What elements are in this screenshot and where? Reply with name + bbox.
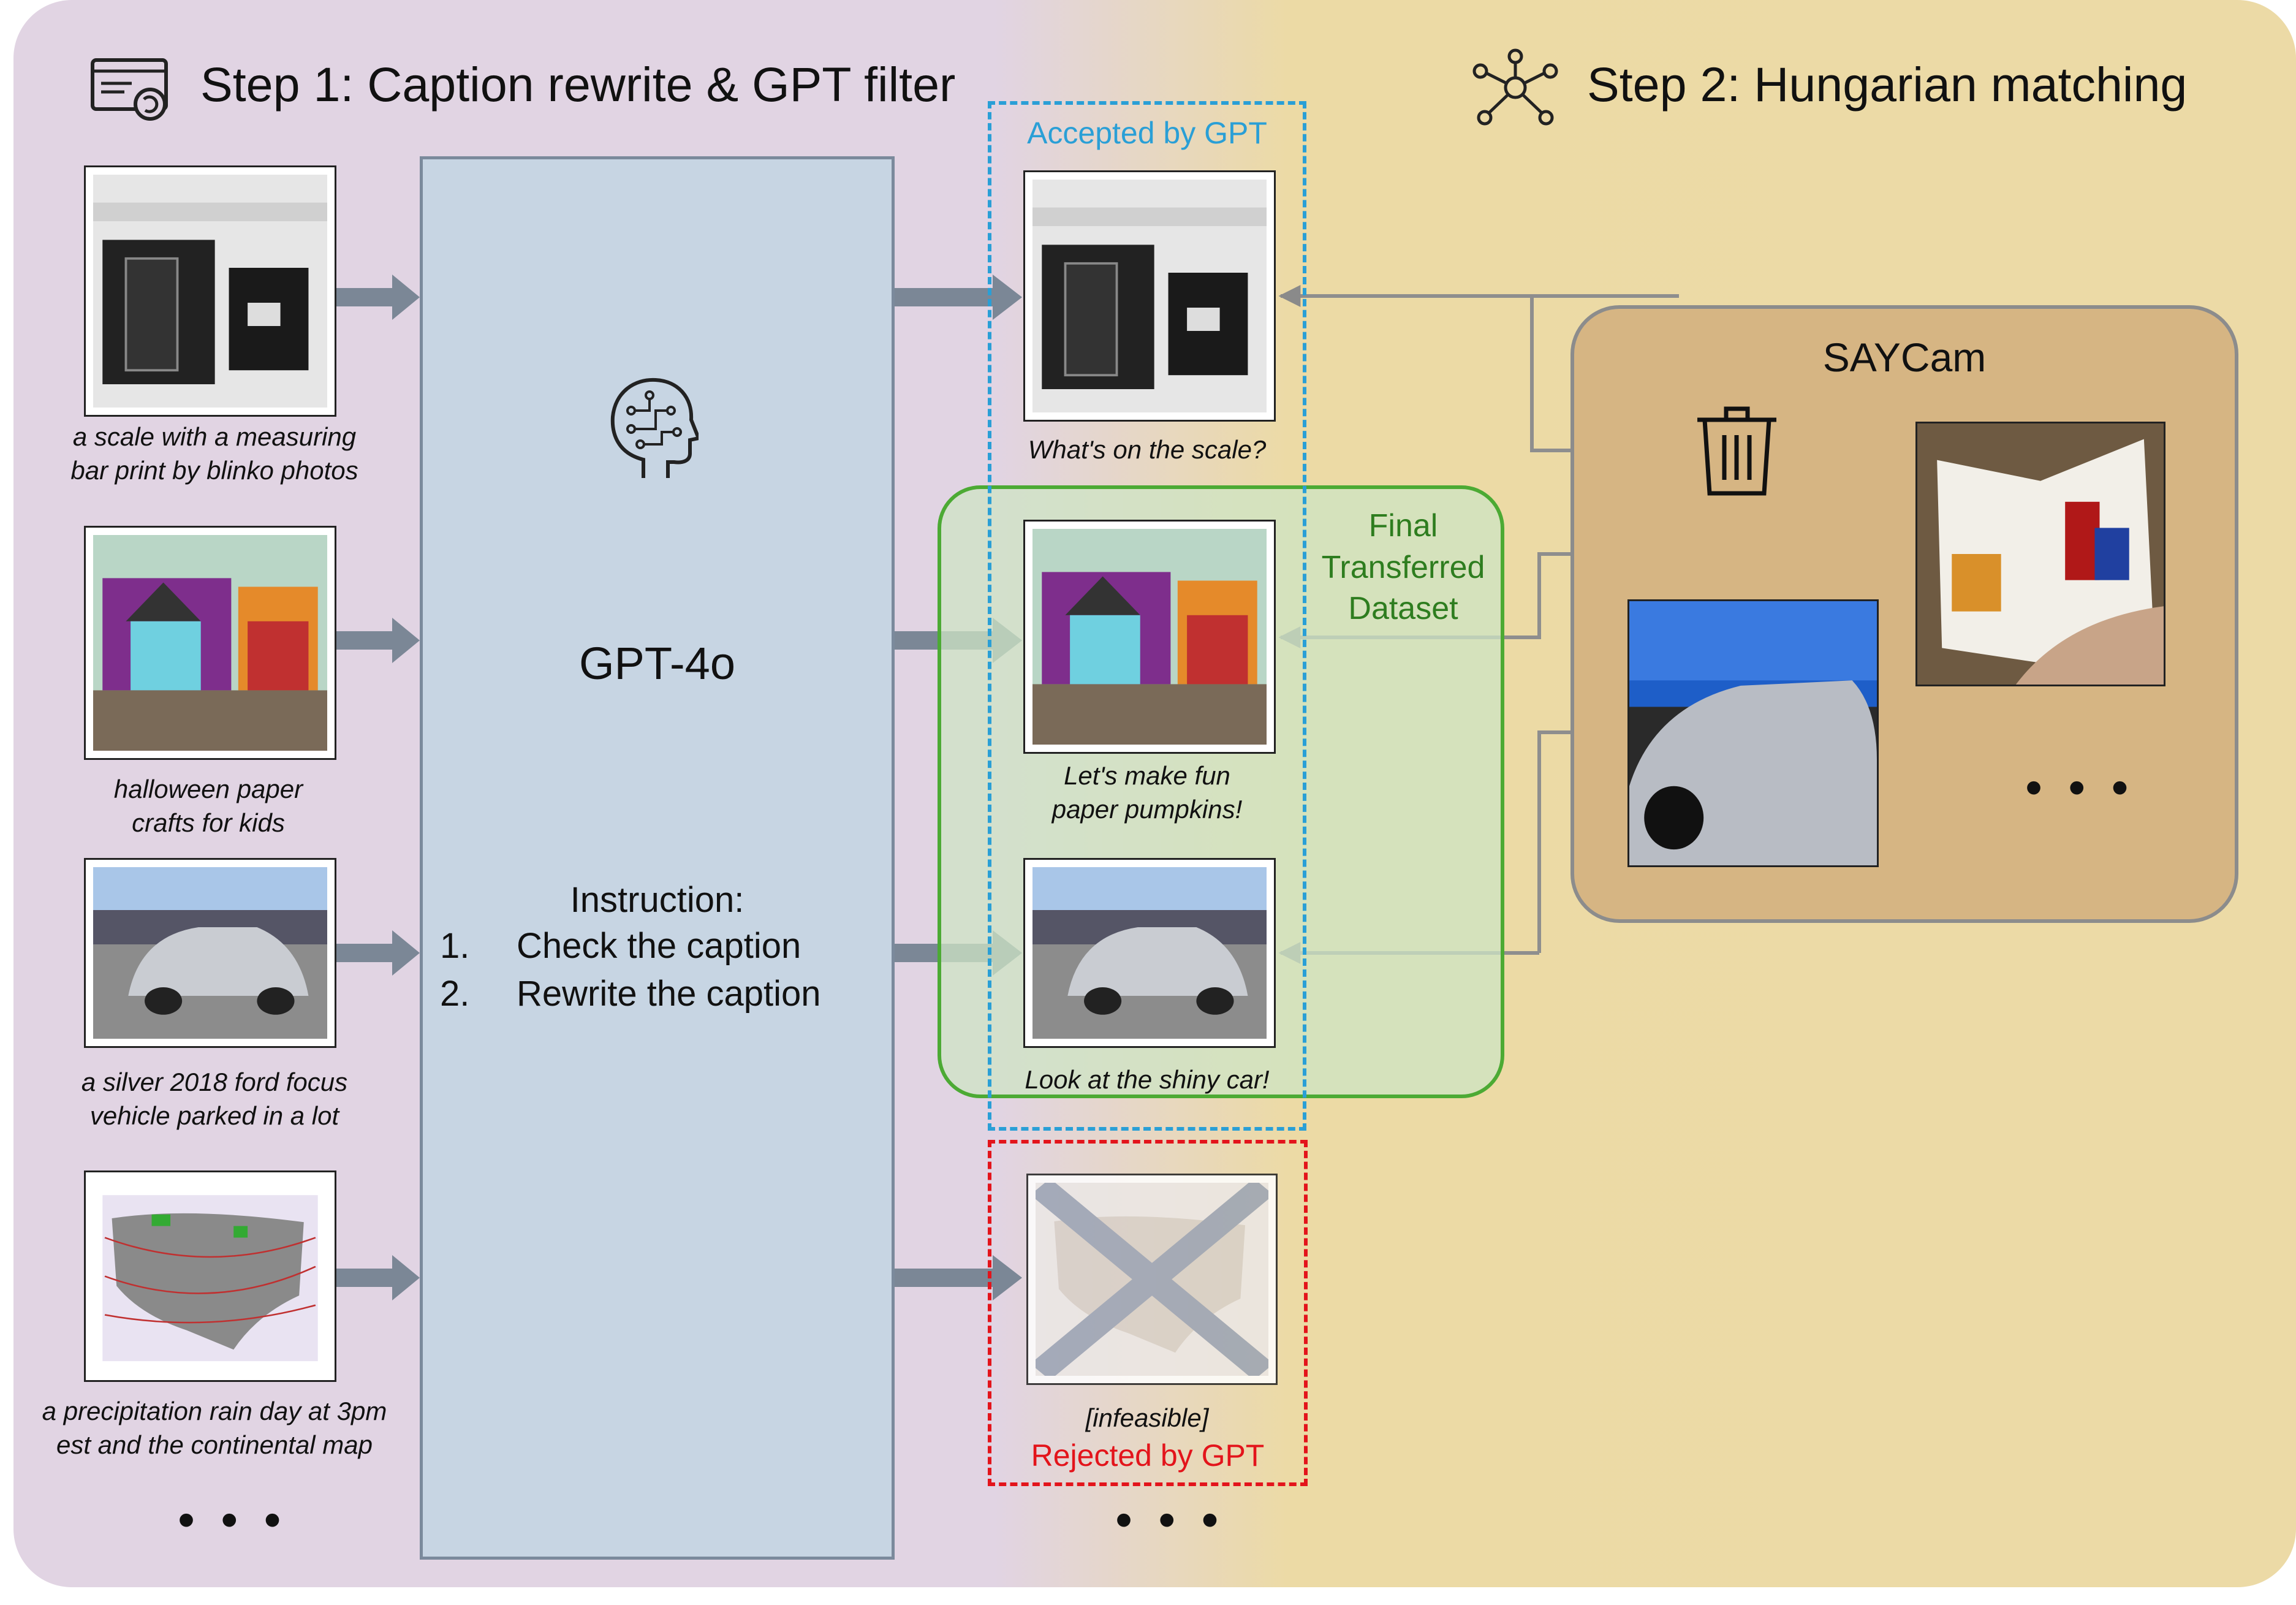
- rejected-label: Rejected by GPT: [1031, 1438, 1265, 1473]
- input-image-precipitation-map: [84, 1171, 336, 1382]
- input-caption-1: a scale with a measuring bar print by bli…: [25, 420, 404, 488]
- step1-title: Step 1: Caption rewrite & GPT filter: [200, 57, 956, 112]
- output-caption-3: Look at the shiny car!: [1025, 1065, 1270, 1094]
- arrow-input-2: [336, 618, 420, 663]
- instruction-text-1: Check the caption: [517, 926, 801, 966]
- input-caption-4: a precipitation rain day at 3pm est and t…: [18, 1394, 411, 1462]
- saycam-title: SAYCam: [1822, 335, 1987, 380]
- output-image-rejected-map: [1026, 1174, 1278, 1385]
- rejected-by-gpt-box: [988, 1140, 1308, 1486]
- input-caption-1-line-1: a scale with a measuring: [72, 422, 357, 451]
- output-image-car: [1023, 858, 1276, 1048]
- saycam-ellipsis: • • •: [2025, 760, 2135, 814]
- saycam-image-book: [1915, 422, 2165, 686]
- arrow-input-1: [336, 275, 420, 320]
- saycam-image-car: [1627, 599, 1879, 867]
- input-caption-2-line-2: crafts for kids: [132, 808, 285, 838]
- arrow-output-1: [895, 275, 1022, 320]
- instruction-number-1: 1.: [440, 926, 470, 966]
- final-dataset-line-1: Final: [1368, 508, 1438, 544]
- input-caption-3-line-2: vehicle parked in a lot: [89, 1101, 339, 1131]
- step2-title: Step 2: Hungarian matching: [1587, 57, 2188, 112]
- input-image-halloween-crafts: [84, 526, 336, 760]
- input-caption-4-line-2: est and the continental map: [56, 1430, 373, 1460]
- input-caption-4-line-1: a precipitation rain day at 3pm: [42, 1397, 387, 1425]
- output-caption-2: Let's make fun paper pumpkins!: [988, 759, 1306, 827]
- arrow-output-4: [895, 1255, 1022, 1300]
- output-caption-2-line-2: paper pumpkins!: [1051, 795, 1243, 824]
- output-ellipsis: • • •: [1115, 1492, 1225, 1547]
- final-dataset-line-2: Transferred: [1321, 549, 1485, 585]
- instruction-number-2: 2.: [440, 974, 470, 1014]
- network-icon: [1469, 48, 1561, 127]
- input-caption-2: halloween paper crafts for kids: [25, 772, 392, 840]
- accepted-label: Accepted by GPT: [1027, 116, 1267, 150]
- output-image-scale: [1023, 170, 1276, 422]
- input-caption-1-line-2: bar print by blinko photos: [70, 456, 358, 485]
- arrow-input-3: [336, 930, 420, 976]
- output-caption-4: [infeasible]: [1085, 1403, 1209, 1432]
- gpt-4o-box: [420, 156, 895, 1560]
- output-caption-1: What's on the scale?: [1028, 435, 1267, 464]
- arrow-input-4: [336, 1255, 420, 1300]
- caption-rewrite-icon: [89, 56, 172, 121]
- final-dataset-line-3: Dataset: [1348, 591, 1458, 627]
- output-image-halloween-crafts: [1023, 520, 1276, 754]
- trash-icon: [1692, 401, 1781, 499]
- input-caption-3-line-1: a silver 2018 ford focus: [81, 1068, 348, 1096]
- input-caption-3: a silver 2018 ford focus vehicle parked i…: [25, 1065, 404, 1133]
- instruction-title: Instruction:: [570, 880, 744, 920]
- input-caption-2-line-1: halloween paper: [113, 775, 303, 803]
- gpt-model-label: GPT-4o: [579, 638, 735, 689]
- input-image-car: [84, 858, 336, 1048]
- input-ellipsis: • • •: [178, 1492, 287, 1547]
- accepted-by-gpt-box: [988, 101, 1306, 1131]
- instruction-text-2: Rewrite the caption: [517, 974, 821, 1014]
- output-caption-2-line-1: Let's make fun: [1064, 761, 1230, 790]
- ai-brain-icon: [607, 374, 702, 484]
- input-image-scale: [84, 165, 336, 417]
